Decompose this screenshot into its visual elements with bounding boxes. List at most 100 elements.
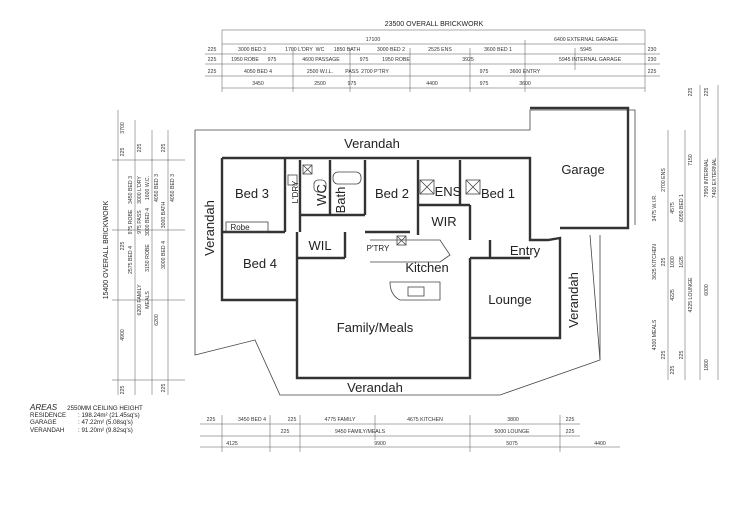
lounge-label: Lounge	[488, 292, 531, 307]
dim-label: 225	[281, 429, 290, 435]
areas-header: AREAS 2550MM CEILING HEIGHT	[30, 403, 230, 412]
dim-label: 3600	[519, 81, 531, 87]
garage-label: Garage	[561, 162, 604, 177]
bottom-dimension-lines	[200, 415, 620, 452]
bath-label: Bath	[333, 187, 348, 214]
dim-label: 2700 P'TRY	[361, 69, 389, 75]
dim-label: WC	[316, 47, 325, 53]
dim-label: 3450 BED 4	[238, 417, 266, 423]
dim-label: 225	[161, 144, 167, 153]
dim-label: 4775 FAMILY	[324, 417, 356, 423]
dim-label: 225	[661, 258, 667, 267]
kitchen-label: Kitchen	[405, 260, 448, 275]
dim-label: 230	[648, 47, 657, 53]
dim-label: 225	[120, 148, 126, 157]
dim-label: 2500	[314, 81, 326, 87]
pantry-label: P'TRY	[367, 244, 390, 253]
dim-label: 4675 KITCHEN	[407, 417, 443, 423]
dim-label: 225	[688, 88, 694, 97]
robe-label: Robe	[230, 223, 250, 232]
dim-label: 225	[208, 69, 217, 75]
dim-label: 225	[661, 351, 667, 360]
dim-label: PASS	[345, 69, 359, 75]
dim-label: 225	[137, 144, 143, 153]
verandah-right-label: Verandah	[566, 272, 581, 328]
laundry-label: L'DRY	[291, 180, 300, 203]
bed1-label: Bed 1	[481, 186, 515, 201]
right-dimension-labels: 3475 W.I.R. 4575 6050 BED 1 4225 4225 LO…	[652, 88, 718, 375]
dim-label: 4125	[226, 441, 238, 447]
wc-label: WC	[314, 184, 329, 206]
dim-label: 1800	[704, 359, 710, 371]
top-dimension-lines	[205, 29, 660, 92]
dim-label: 225	[679, 351, 685, 360]
area-value: : 198.24m² (21.45sq's)	[78, 412, 140, 420]
dim-label: 975	[480, 69, 489, 75]
dim-label: 4225	[670, 289, 676, 301]
dim-label: 1950 ROBE	[231, 57, 259, 63]
dim-label: 1950 ROBE	[382, 57, 410, 63]
dim-label: 225	[648, 69, 657, 75]
left-dimension-lines	[112, 110, 185, 395]
dim-label: 975 ROBE	[128, 209, 134, 234]
family-meals-label: Family/Meals	[337, 320, 414, 335]
dim-label: 225	[120, 386, 126, 395]
dim-label: 6400 EXTERNAL GARAGE	[554, 37, 618, 43]
dim-label: 2700 ENS	[661, 168, 667, 192]
dim-label: 4900	[120, 329, 126, 341]
dim-label: 225	[120, 242, 126, 251]
areas-row: GARAGE : 47.22m² (5.08sq's)	[30, 419, 230, 426]
area-label: VERANDAH	[30, 426, 65, 434]
dim-label: 3475 W.I.R.	[652, 194, 658, 221]
dim-label: 3925	[462, 57, 474, 63]
dim-label: 4600 PASSAGE	[302, 57, 340, 63]
dim-label: 3700	[120, 122, 126, 134]
dim-label: 4225 LOUNGE	[688, 277, 694, 312]
area-value: : 91.20m² (9.82sq's)	[78, 426, 133, 434]
dim-label: 6200 FAMILY	[137, 284, 143, 316]
dim-label: 225	[208, 57, 217, 63]
dim-label: 6200	[154, 314, 160, 326]
ensuite-label: ENS	[435, 184, 462, 199]
dim-label: 225	[208, 47, 217, 53]
dim-label: 3000 BATH	[161, 202, 167, 229]
dim-label: 5000 LOUNGE	[495, 429, 530, 435]
dim-label: 1850 BATH	[334, 47, 361, 53]
dim-label: 1700 L'DRY	[285, 47, 313, 53]
dim-label: 4400	[594, 441, 606, 447]
dim-label: 975	[348, 81, 357, 87]
areas-table: AREAS 2550MM CEILING HEIGHT RESIDENCE : …	[30, 403, 230, 434]
room-labels: Verandah Verandah Verandah Verandah Gara…	[202, 136, 605, 395]
dim-label: 2575 BED 4	[128, 246, 134, 274]
area-label: RESIDENCE	[30, 412, 67, 420]
dim-label: 230	[648, 57, 657, 63]
dim-label: 3600 ENTRY	[510, 69, 541, 75]
dim-label: 225	[566, 429, 575, 435]
dim-label: 1600 W.C.	[145, 176, 151, 200]
area-value: : 47.22m² (5.08sq's)	[78, 419, 133, 427]
bed3-label: Bed 3	[235, 186, 269, 201]
dim-label: 1625	[679, 256, 685, 268]
area-label: GARAGE	[30, 419, 57, 427]
dim-label: 225	[161, 384, 167, 393]
verandah-outline	[194, 109, 636, 396]
verandah-left-label: Verandah	[202, 200, 217, 256]
dim-label: 4050 BED 3	[154, 174, 160, 202]
dim-label: 225	[704, 88, 710, 97]
overall-width-label: 23500 OVERALL BRICKWORK	[385, 21, 484, 28]
top-dimension-labels: 23500 OVERALL BRICKWORK 17100 6400 EXTER…	[208, 21, 657, 87]
dim-label: 975	[360, 57, 369, 63]
dim-label: 3800	[507, 417, 519, 423]
bed2-label: Bed 2	[375, 186, 409, 201]
ceiling-height: 2550MM CEILING HEIGHT	[67, 405, 143, 412]
dim-label: 4400	[426, 81, 438, 87]
dim-label: 4050 BED 3	[170, 174, 176, 202]
dim-label: 1000	[670, 256, 676, 268]
wir-label: WIR	[431, 214, 456, 229]
wil-label: WIL	[308, 238, 331, 253]
dim-label: 7400 EXTERNAL	[712, 158, 718, 198]
dim-label: 3450 BED 3	[128, 176, 134, 204]
dim-label: 7950 INTERNAL	[704, 159, 710, 198]
dim-label: MEALS	[145, 291, 151, 309]
